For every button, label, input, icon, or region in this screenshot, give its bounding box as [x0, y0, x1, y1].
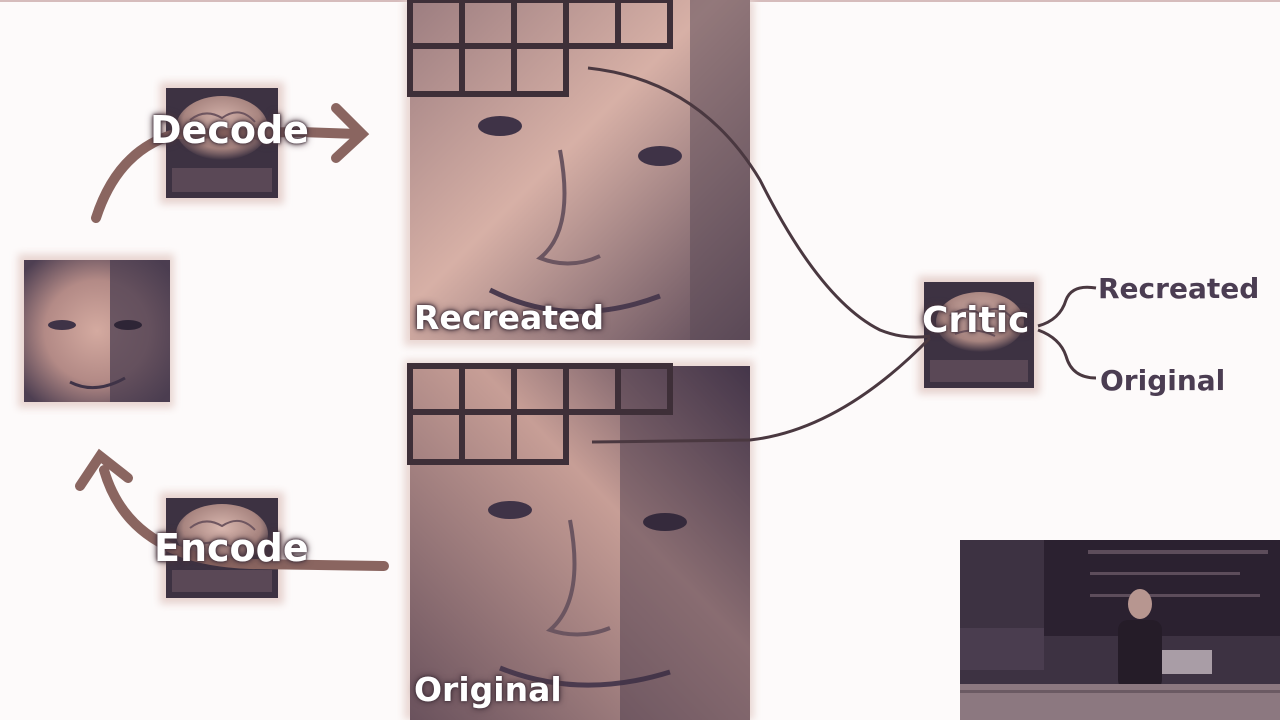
critic-input-curves: [587, 66, 932, 444]
critic-label: Critic: [922, 300, 1030, 341]
input-face-photo: [18, 254, 174, 408]
original-face-photo: [404, 360, 754, 720]
critic-output-brace: [1037, 285, 1097, 380]
recreated-patch-grid: [407, 0, 673, 97]
encode-arrow: [75, 448, 389, 571]
original-photo-label: Original: [414, 670, 562, 709]
critic-brain-image: [918, 276, 1040, 394]
decode-arrow: [91, 103, 370, 223]
original-patch-grid: [407, 363, 673, 465]
recreated-photo-label: Recreated: [414, 298, 605, 337]
decode-label: Decode: [150, 108, 309, 152]
recreated-face-photo: [404, 0, 754, 346]
output-original-label: Original: [1100, 364, 1226, 397]
encode-label: Encode: [154, 526, 309, 570]
decode-brain-image: [160, 82, 284, 204]
output-recreated-label: Recreated: [1098, 272, 1260, 305]
speaker-video-thumbnail: [960, 540, 1280, 720]
